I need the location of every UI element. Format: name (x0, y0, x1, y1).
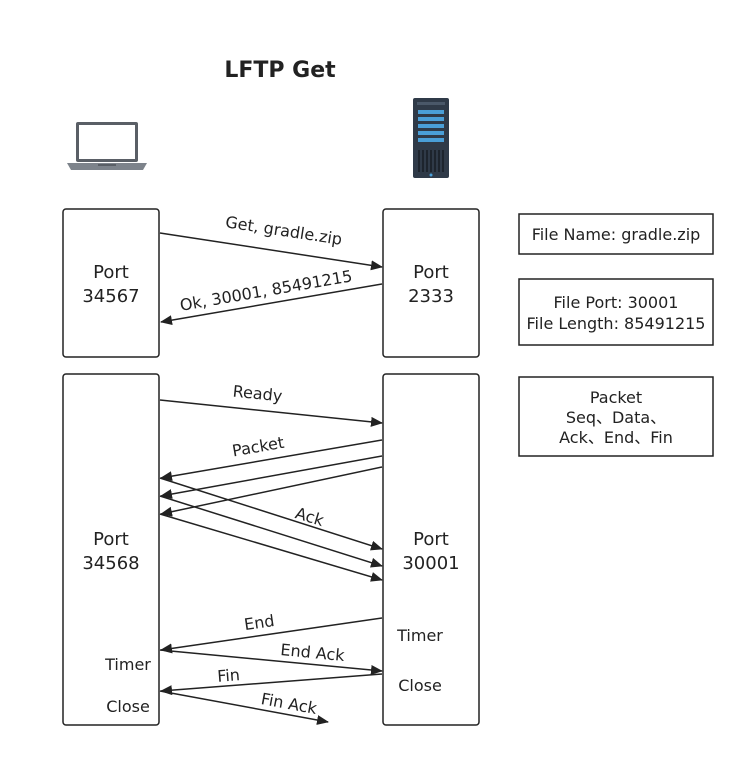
fin-arrow (160, 673, 383, 696)
server-timer-label: Timer (396, 626, 443, 645)
server-close-label: Close (398, 676, 442, 695)
file-name-info-box (518, 213, 714, 255)
fin-ack-arrow-label: Fin Ack (260, 689, 320, 718)
ok-arrow-label: Ok, 30001, 85491215 (178, 266, 353, 314)
fin-ack-arrow (159, 690, 329, 725)
file-port-info-text: File Port: 30001 (554, 293, 679, 312)
end-ack-arrow-label: End Ack (280, 640, 346, 665)
server-control-port-label: Port (413, 262, 449, 283)
client-control-port-number: 34567 (82, 286, 139, 307)
client-close-label: Close (106, 697, 150, 716)
server-data-port-number: 30001 (402, 553, 459, 574)
packet-arrow-3 (160, 466, 383, 517)
file-length-info-text: File Length: 85491215 (527, 314, 706, 333)
ack-arrow-3 (159, 513, 383, 582)
ok-arrow (160, 283, 383, 326)
server-control-box (382, 208, 480, 358)
end-arrow-label: End (243, 611, 276, 634)
server-icon (413, 98, 449, 178)
client-control-port-label: Port (93, 262, 129, 283)
server-data-port-label: Port (413, 529, 449, 550)
packet-info-fields-2: Ack、End、Fin (559, 428, 673, 447)
ack-arrow-1 (159, 477, 383, 551)
client-control-box (62, 208, 160, 358)
diagram-title: LFTP Get (224, 58, 336, 83)
ack-arrow-label: Ack (293, 503, 327, 530)
ack-arrow-2 (159, 495, 383, 568)
file-name-info-text: File Name: gradle.zip (532, 225, 701, 244)
client-data-port-label: Port (93, 529, 129, 550)
get-arrow (159, 232, 383, 271)
client-timer-label: Timer (104, 655, 151, 674)
client-data-port-number: 34568 (82, 553, 139, 574)
server-data-box (382, 373, 480, 726)
laptop-icon (67, 122, 147, 170)
get-arrow-label: Get, gradle.zip (224, 212, 343, 249)
packet-info-title: Packet (590, 388, 642, 407)
client-data-box (62, 373, 160, 726)
packet-arrow-label: Packet (231, 433, 286, 461)
ready-arrow (159, 399, 383, 427)
end-ack-arrow (159, 649, 383, 675)
packet-arrow-1 (160, 439, 383, 482)
ready-arrow-label: Ready (232, 382, 283, 406)
server-control-port-number: 2333 (408, 286, 454, 307)
end-arrow (160, 617, 383, 654)
file-info-box (518, 278, 714, 346)
packet-info-box (518, 376, 714, 457)
fin-arrow-label: Fin (217, 665, 241, 686)
packet-info-fields-1: Seq、Data、 (566, 408, 666, 427)
